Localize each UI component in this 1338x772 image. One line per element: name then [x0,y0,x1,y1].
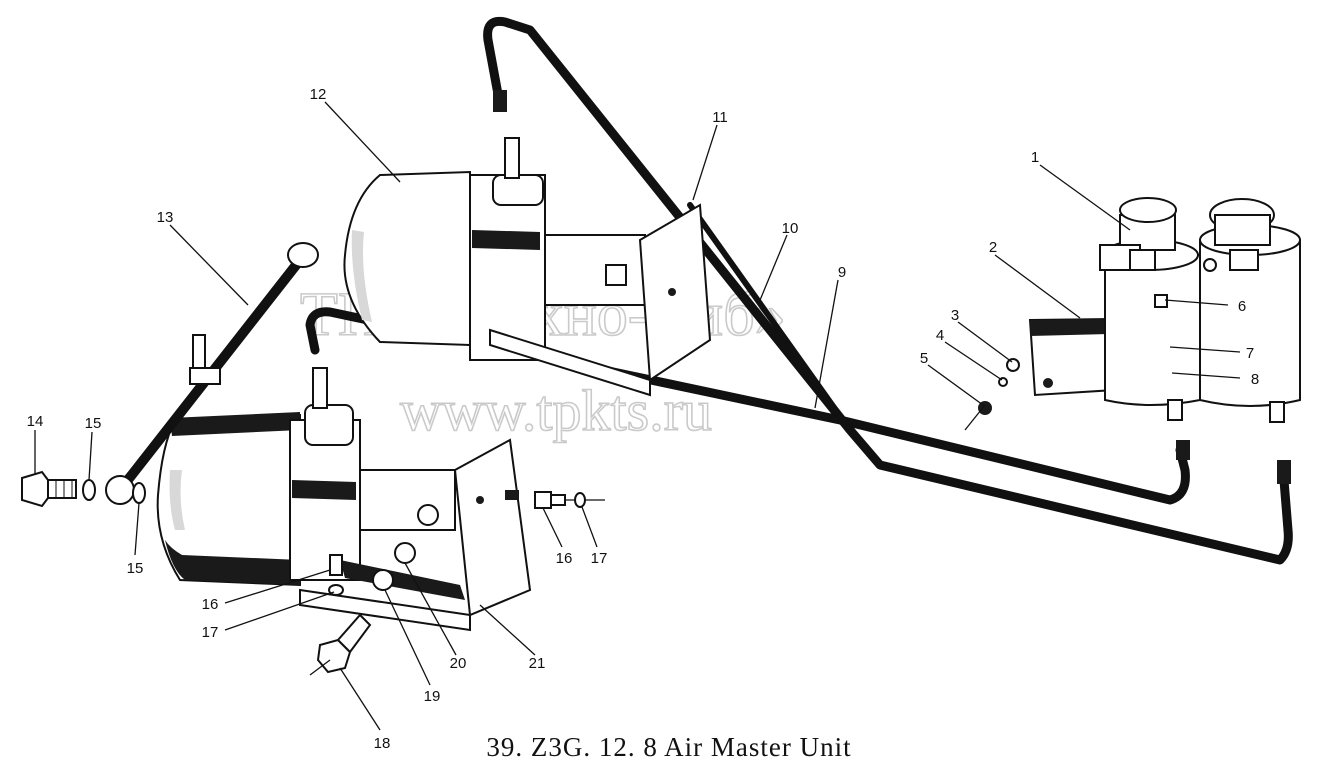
banjo-bolt [21,470,77,508]
washer-15-left [82,479,96,501]
hose-end-stubs [493,90,1291,484]
fitting-16-right [534,491,605,509]
callout-18: 18 [374,735,391,752]
callout-numbers: 1 2 3 4 5 6 7 8 9 10 11 12 13 14 15 15 1… [27,86,1260,752]
callout-15-lower: 15 [127,560,144,577]
fitting-16-lower [329,554,343,576]
callout-13: 13 [157,209,174,226]
callout-11: 11 [712,109,728,126]
screw-6 [1154,294,1168,308]
callout-2: 2 [989,239,997,256]
washer-15-right [132,482,146,504]
callout-5: 5 [920,350,928,367]
air-master-upper [343,137,712,397]
callout-14: 14 [27,413,44,430]
callout-3: 3 [951,307,959,324]
callout-6: 6 [1238,298,1246,315]
callout-17-right: 17 [591,550,608,567]
callout-7: 7 [1246,345,1254,362]
fitting-3 [1006,358,1020,372]
callout-1: 1 [1031,149,1039,166]
callout-16-left: 16 [202,596,219,613]
nut-17-right [574,492,586,508]
accumulator-2 [1199,198,1301,423]
callout-4: 4 [936,327,944,344]
push-rod [105,242,319,505]
callout-8: 8 [1251,371,1259,388]
bolt-18 [316,613,372,674]
leader-lines [34,101,1241,731]
callout-17-left: 17 [202,624,219,641]
callout-21: 21 [529,655,546,672]
figure-caption: 39. Z3G. 12. 8 Air Master Unit [486,732,852,762]
callout-16-right: 16 [556,550,573,567]
callout-19: 19 [424,688,441,705]
callout-10: 10 [782,220,799,237]
callout-15-upper: 15 [85,415,102,432]
air-master-lower [156,367,532,632]
watermark-url: www.tpkts.ru [400,378,712,443]
callout-20: 20 [450,655,467,672]
air-pipe-10 [687,202,853,433]
accumulator-1 [1099,197,1201,421]
callout-12: 12 [310,86,327,103]
callout-9: 9 [838,264,846,281]
